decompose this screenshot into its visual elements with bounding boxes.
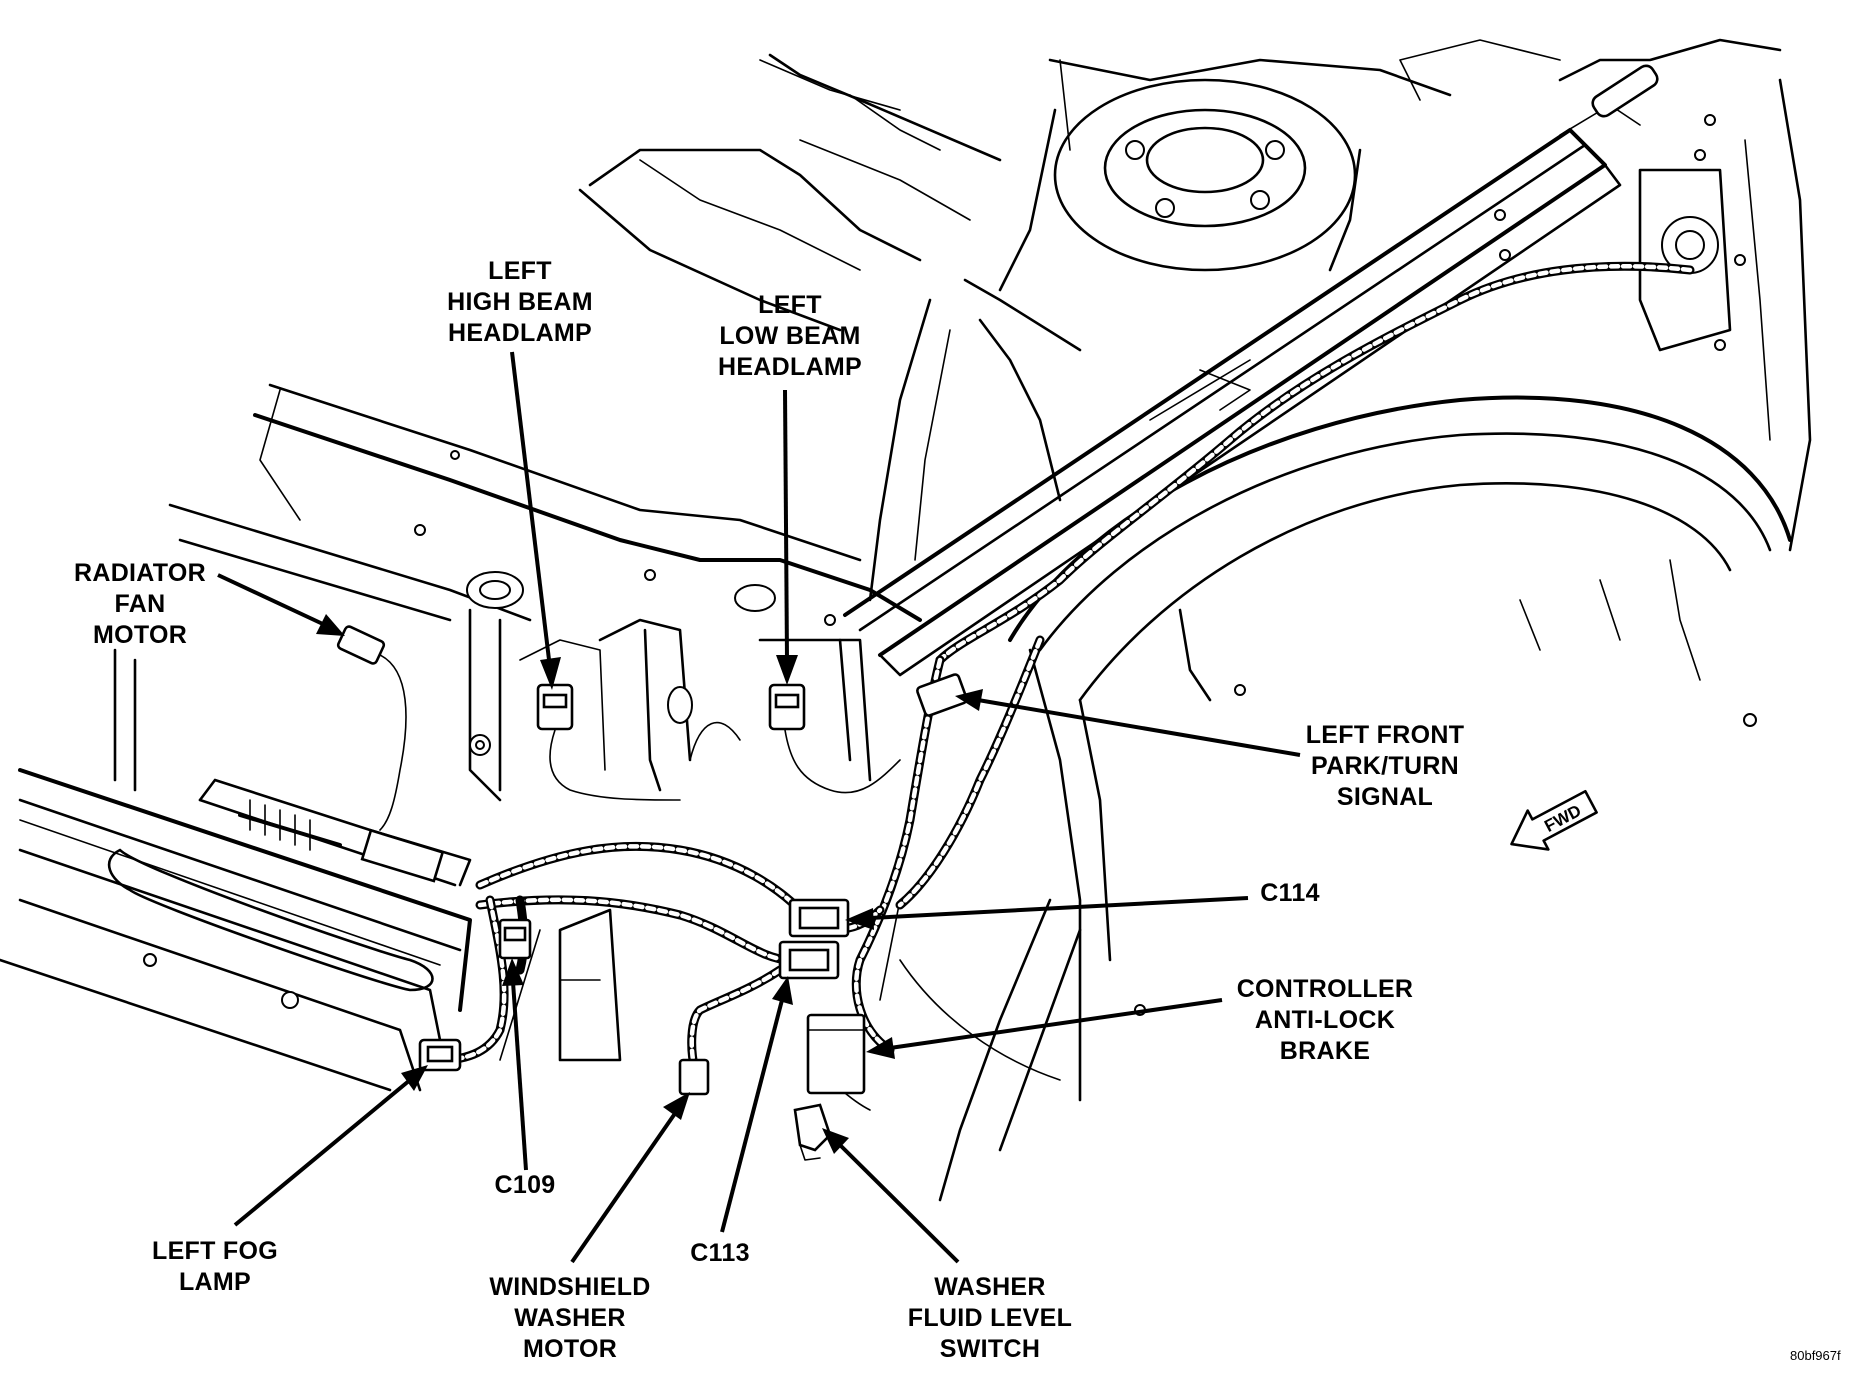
figure-code: 80bf967f: [1790, 1348, 1841, 1363]
label-c114: C114: [1260, 879, 1320, 907]
label-left-front-park-turn-signal: LEFT FRONT PARK/TURN SIGNAL: [1305, 721, 1465, 811]
label-windshield-washer-motor: WINDSHIELD WASHER MOTOR: [489, 1273, 651, 1363]
label-left-fog-lamp: LEFT FOG LAMP: [152, 1237, 278, 1296]
leader-lines: [217, 351, 1301, 1264]
wiring-harness: [379, 261, 1695, 1111]
label-c113: C113: [690, 1239, 750, 1267]
label-left-high-beam-headlamp: LEFT HIGH BEAM HEADLAMP: [447, 257, 593, 347]
label-controller-anti-lock-brake: CONTROLLER ANTI-LOCK BRAKE: [1236, 975, 1414, 1065]
fwd-arrow-icon: FWD: [1510, 789, 1598, 851]
label-radiator-fan-motor: RADIATOR FAN MOTOR: [73, 559, 207, 649]
label-washer-fluid-level-switch: WASHER FLUID LEVEL SWITCH: [907, 1273, 1073, 1363]
vehicle-body-linework: [0, 38, 1812, 1202]
label-c109: C109: [494, 1171, 556, 1199]
components: [336, 625, 968, 1161]
label-left-low-beam-headlamp: LEFT LOW BEAM HEADLAMP: [717, 291, 863, 381]
